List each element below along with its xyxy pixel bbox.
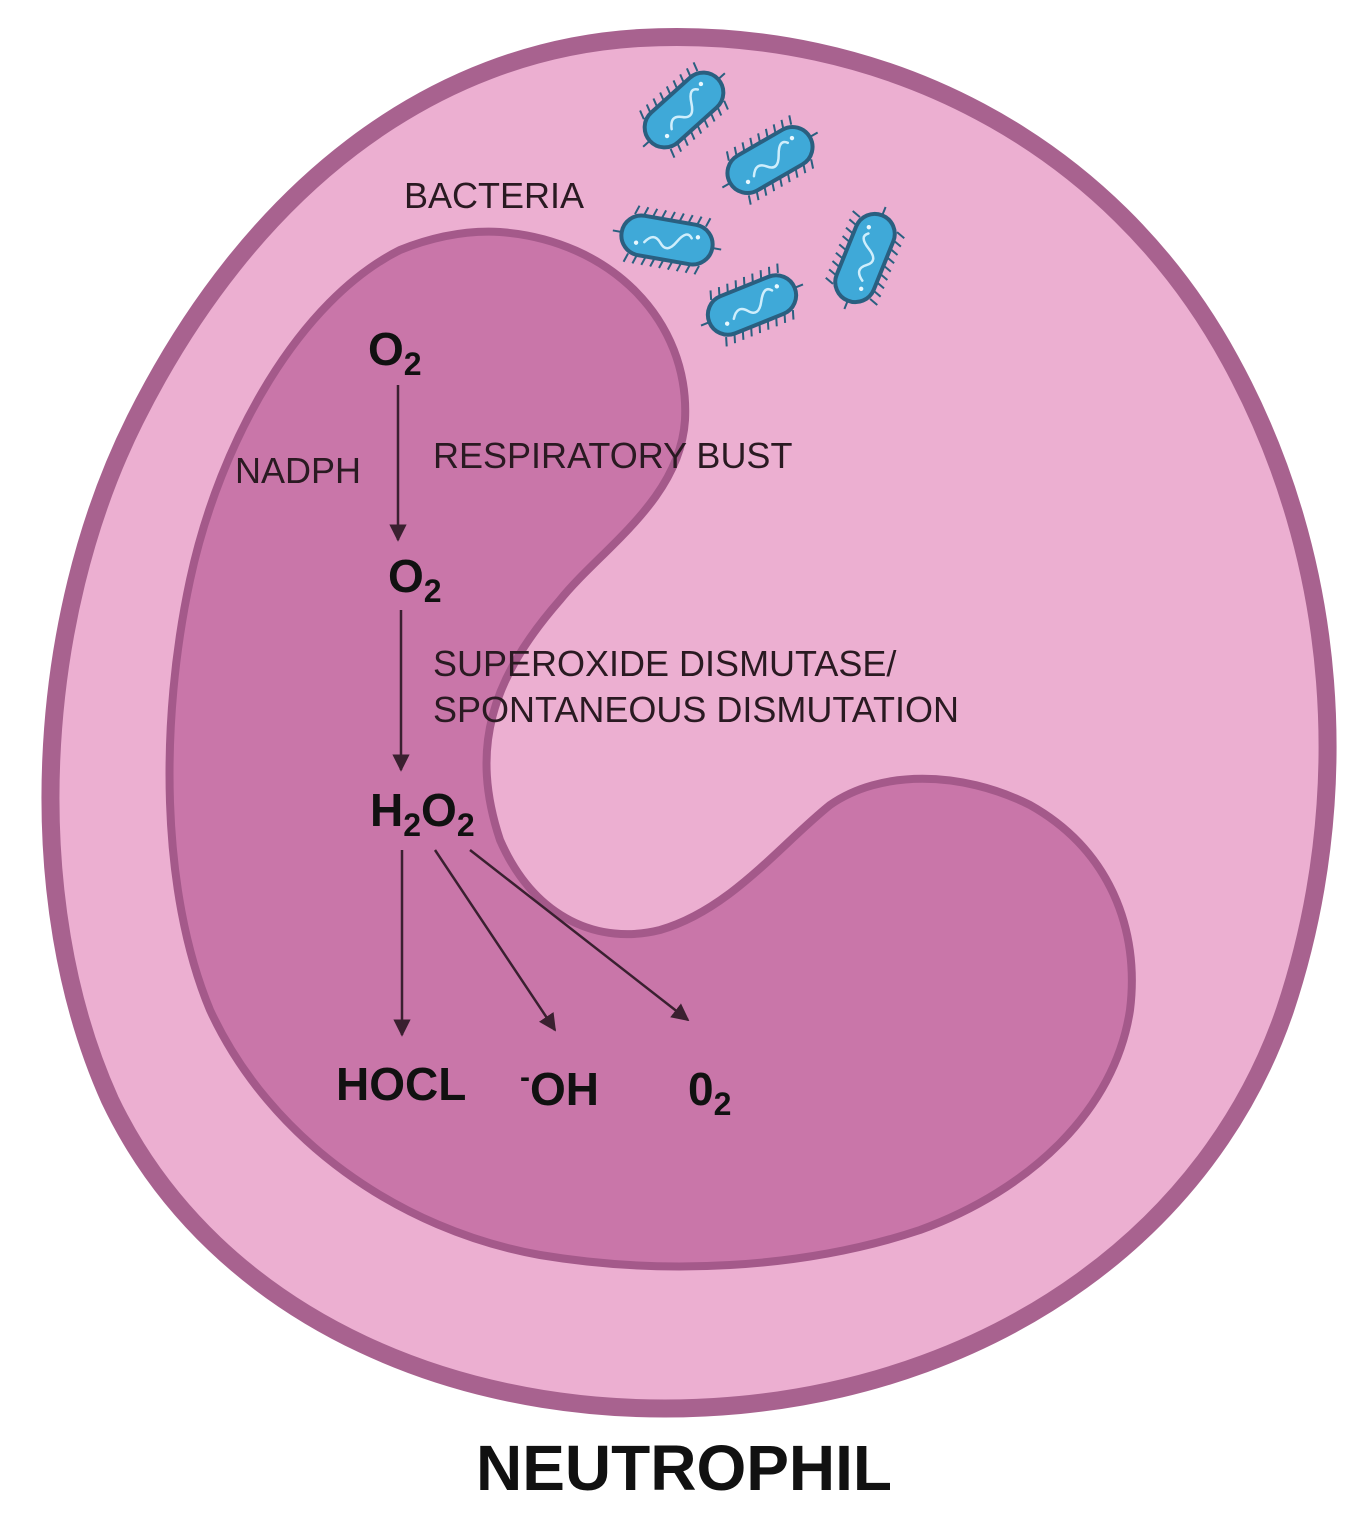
bacterium-body xyxy=(725,125,815,195)
bacterium-dot xyxy=(724,321,730,326)
bacterium-spike xyxy=(705,217,712,228)
chem-hydroxyl-sup: - xyxy=(520,1061,530,1094)
bacterium xyxy=(612,205,722,275)
chem-hocl: HOCL xyxy=(336,1058,466,1110)
chem-h2o2-sub1: 2 xyxy=(403,807,421,843)
chem-h2o2-o: O xyxy=(421,784,457,836)
bacterium-spike xyxy=(810,159,815,169)
bacterium-body xyxy=(833,211,897,305)
bacterium-body xyxy=(705,273,799,337)
chem-hydroxyl-base: OH xyxy=(530,1063,599,1115)
bacterium-dot xyxy=(695,235,701,240)
bacterium-dot xyxy=(866,224,872,230)
chem-o2-bottom-base: 0 xyxy=(688,1063,714,1115)
respiratory-burst-label: RESPIRATORY BUST xyxy=(433,435,792,476)
bacterium-spike xyxy=(622,252,629,263)
bacterium-dna xyxy=(670,88,700,131)
chem-o2-top-sub: 2 xyxy=(404,346,422,382)
chem-o2-bottom: 02 xyxy=(688,1063,731,1122)
bacterium-dna xyxy=(732,287,774,321)
bacterium-spike xyxy=(639,110,645,120)
bacterium-body xyxy=(642,70,726,150)
chem-o2-top-base: O xyxy=(368,323,404,375)
nadph-label: NADPH xyxy=(235,450,361,491)
diagram-title: NEUTROPHIL xyxy=(476,1432,892,1504)
chem-h2o2-sub2: 2 xyxy=(457,807,475,843)
chem-o2-bottom-sub: 2 xyxy=(714,1086,732,1122)
bacterium xyxy=(825,206,905,310)
bacterium-dot xyxy=(858,286,864,292)
bacterium-dot xyxy=(633,240,639,245)
chem-h2o2: H2O2 xyxy=(370,784,475,843)
bacterium-body xyxy=(619,213,715,267)
chem-h2o2-h: H xyxy=(370,784,403,836)
bacterium-dot xyxy=(745,179,751,185)
bacterium-spike xyxy=(634,205,641,215)
arrow-h2o2-to-o2 xyxy=(469,849,690,1022)
enzyme-label-line2: SPONTANEOUS DISMUTATION xyxy=(433,689,959,730)
bacterium-spike xyxy=(869,298,878,306)
bacterium-spike xyxy=(791,309,795,320)
chem-o2-mid-base: O xyxy=(388,550,424,602)
chem-o2-mid-sub: 2 xyxy=(424,573,442,609)
bacterium-spike xyxy=(725,336,728,347)
bacterium-spike xyxy=(852,210,861,218)
bacterium-spike xyxy=(692,61,699,72)
bacterium-spike xyxy=(712,247,722,251)
chem-o2-top: O2 xyxy=(368,323,422,382)
bacterium-spike xyxy=(825,276,834,285)
enzyme-label-line1: SUPEROXIDE DISMUTASE/ xyxy=(433,643,896,684)
bacterium xyxy=(721,115,819,205)
bacterium xyxy=(700,263,804,347)
bacterium-spike xyxy=(747,195,752,205)
chem-o2-mid: O2 xyxy=(388,550,442,609)
bacterium-spike xyxy=(725,151,730,161)
bacteria-group xyxy=(612,61,905,347)
bacteria-label: BACTERIA xyxy=(404,175,584,216)
nucleus xyxy=(165,227,1136,1271)
bacterium-spike xyxy=(669,148,676,159)
bacterium-spike xyxy=(896,231,905,240)
bacterium-dot xyxy=(789,135,795,141)
bacterium-dna xyxy=(752,140,790,178)
bacterium-spike xyxy=(709,290,713,301)
arrow-h2o2-to-oh xyxy=(433,849,557,1032)
bacterium-dot xyxy=(698,81,704,87)
bacterium-dot xyxy=(664,133,670,139)
bacterium-dna xyxy=(857,232,875,282)
bacterium-dot xyxy=(774,284,780,289)
bacterium-dna xyxy=(643,233,693,250)
bacterium-spike xyxy=(776,263,779,274)
chem-hydroxyl: -OH xyxy=(520,1061,599,1115)
bacterium-spike xyxy=(788,115,793,125)
bacterium xyxy=(639,61,729,159)
bacterium-spike xyxy=(693,265,700,275)
bacterium-spike xyxy=(723,100,729,110)
